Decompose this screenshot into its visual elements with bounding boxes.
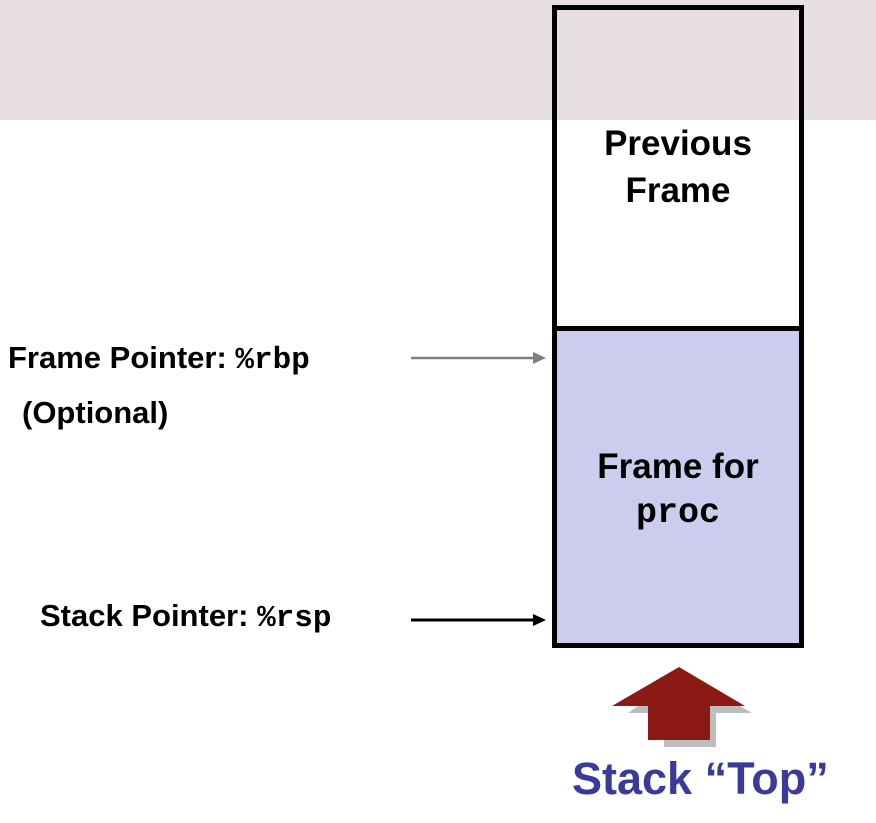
- stack-top-label: Stack “Top”: [572, 753, 829, 804]
- stack-top-up-arrow: [612, 667, 752, 747]
- stack-pointer-register: %rsp: [257, 601, 332, 636]
- previous-frame-label-line1: Previous: [604, 124, 752, 163]
- previous-frame-box: Previous Frame: [552, 5, 804, 331]
- proc-frame-box: Frame for proc: [552, 326, 804, 648]
- proc-frame-label-line1: Frame for: [597, 447, 759, 486]
- stack-pointer-text: Stack Pointer:: [40, 598, 258, 633]
- frame-pointer-register: %rbp: [235, 343, 310, 378]
- header-band: [0, 0, 876, 120]
- stack-pointer-arrow: [411, 614, 546, 626]
- frame-pointer-label: Frame Pointer: %rbp: [8, 340, 310, 378]
- proc-frame-label-line2: proc: [635, 493, 720, 534]
- previous-frame-label-line2: Frame: [625, 171, 731, 211]
- frame-pointer-optional-note: (Optional): [22, 395, 169, 430]
- stack-pointer-label: Stack Pointer: %rsp: [40, 598, 331, 636]
- frame-pointer-arrow: [411, 352, 546, 364]
- frame-pointer-text: Frame Pointer:: [8, 340, 236, 375]
- stack-column: Previous Frame Frame for proc: [552, 5, 804, 648]
